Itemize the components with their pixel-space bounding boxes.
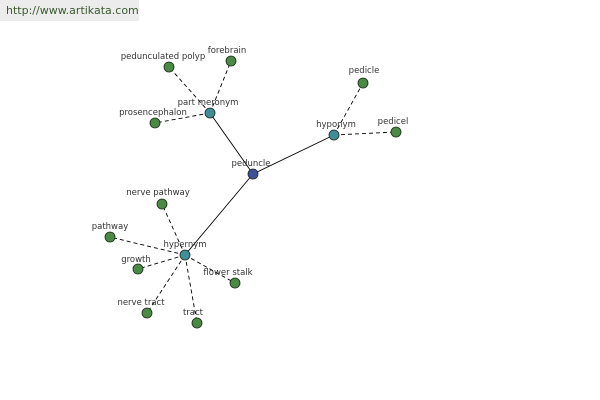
leaf-label-growth: growth: [121, 255, 151, 265]
relation-node-hypernym[interactable]: [179, 249, 191, 261]
leaf-label-tract: tract: [183, 308, 204, 318]
edge-part-meronym-forebrain: [209, 60, 232, 114]
leaf-label-nerve-tract: nerve tract: [117, 298, 165, 308]
site-url[interactable]: http://www.artikata.com: [6, 4, 139, 17]
leaf-label-forebrain: forebrain: [208, 46, 247, 56]
relation-label-hypernym: hypernym: [163, 240, 206, 250]
edge-hypernym-nerve-tract: [146, 254, 186, 314]
center-label: peduncle: [231, 159, 270, 169]
relation-label-hyponym: hyponym: [316, 120, 356, 130]
edge-hypernym-pathway: [109, 236, 186, 256]
url-bar: http://www.artikata.com: [0, 0, 139, 21]
leaf-label-pedunculated-polyp: pedunculated polyp: [121, 52, 205, 62]
leaf-node-forebrain[interactable]: [225, 55, 237, 67]
leaf-label-pedicel: pedicel: [378, 117, 409, 127]
leaf-node-prosencephalon[interactable]: [149, 117, 161, 129]
relation-node-hyponym[interactable]: [328, 129, 340, 141]
edge-hyponym-pedicel: [333, 131, 397, 136]
leaf-node-pedunculated-polyp[interactable]: [163, 61, 175, 73]
edge-center-hypernym: [184, 173, 254, 256]
leaf-node-pathway[interactable]: [104, 231, 116, 243]
leaf-node-tract[interactable]: [191, 317, 203, 329]
edge-hypernym-growth: [137, 254, 186, 270]
center-node-peduncle[interactable]: [247, 168, 259, 180]
leaf-node-pedicle[interactable]: [357, 77, 369, 89]
relation-node-part-meronym[interactable]: [204, 107, 216, 119]
leaf-label-prosencephalon: prosencephalon: [119, 108, 187, 118]
leaf-node-pedicel[interactable]: [390, 126, 402, 138]
leaf-node-flower-stalk[interactable]: [229, 277, 241, 289]
relation-label-part-meronym: part meronym: [178, 98, 239, 108]
leaf-label-pedicle: pedicle: [349, 66, 380, 76]
edge-hyponym-pedicle: [333, 82, 364, 136]
edge-hypernym-nerve-pathway: [161, 203, 186, 256]
edge-center-part-meronym: [209, 112, 254, 175]
leaf-node-nerve-pathway[interactable]: [156, 198, 168, 210]
leaf-label-pathway: pathway: [92, 222, 129, 232]
leaf-node-nerve-tract[interactable]: [141, 307, 153, 319]
edge-part-meronym-prosencephalon: [154, 112, 211, 124]
leaf-label-flower-stalk: flower stalk: [203, 268, 252, 278]
leaf-node-growth[interactable]: [132, 263, 144, 275]
edge-hypernym-tract: [184, 254, 198, 324]
edge-hypernym-flower-stalk: [184, 254, 236, 284]
edge-center-hyponym: [252, 134, 335, 175]
leaf-label-nerve-pathway: nerve pathway: [126, 188, 190, 198]
edge-part-meronym-pedunculated-polyp: [168, 66, 211, 114]
